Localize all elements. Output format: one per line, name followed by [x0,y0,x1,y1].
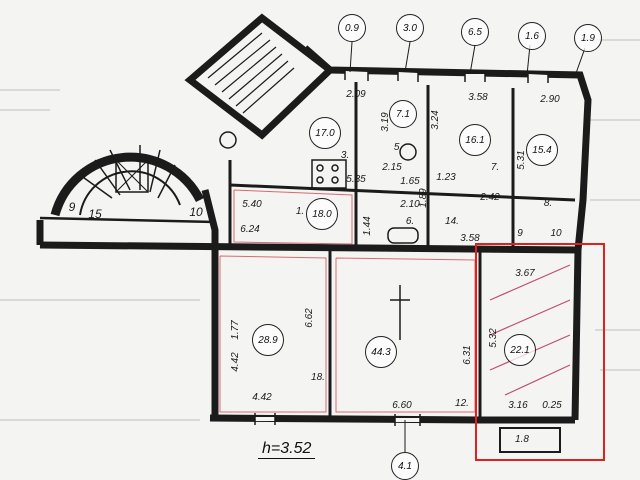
room-num-r3: 7. [490,162,500,173]
dim-1-89: 1.89 [418,188,429,208]
dim-15: 15 [88,207,102,221]
dim-14: 14. [445,216,459,227]
windows [255,71,549,422]
room-num-r5: 1. [295,206,305,217]
hatched-room [489,264,571,396]
dim-5-35: 5.35 [346,174,366,185]
dim-3-58-top: 3.58 [468,92,488,103]
dim-2-42: 2.42 [480,192,500,203]
interior-walls [228,82,576,418]
dim-6-60: 6.60 [392,400,412,411]
dim-5-31: 5.31 [516,150,527,170]
room-num-r2: 5. [393,142,403,153]
dim-1-65: 1.65 [400,176,420,187]
room-area-r1: 17.0 [309,117,341,149]
window-ticks [254,68,549,426]
fixtures [311,143,419,340]
marker-0-9: 0.9 [338,14,366,42]
room-area-r3: 16.1 [459,124,491,156]
dim-6-31: 6.31 [462,345,473,365]
dim-6: 6. [405,216,415,227]
room-area-r5: 18.0 [306,198,338,230]
dim-3-67: 3.67 [515,268,535,279]
dim-4-42-side: 4.42 [230,352,241,372]
ceiling-height-label: h=3.52 [258,440,316,459]
highlight-frame [475,243,605,461]
dim-1-8: 1.8 [515,434,529,445]
dim-3-24: 3.24 [430,110,441,130]
dim-2-09: 2.09 [346,89,366,100]
marker-4-1: 4.1 [391,452,419,480]
marker-1-9: 1.9 [574,24,602,52]
dim-9-right: 9 [517,228,523,239]
room-area-r6: 28.9 [252,324,284,356]
dim-3-16: 3.16 [508,400,528,411]
dim-10-left: 10 [189,205,203,219]
dim-2-90: 2.90 [540,94,560,105]
dim-3-19: 3.19 [380,112,391,132]
marker-6-5: 6.5 [461,18,489,46]
exterior-walls [36,45,592,424]
dim-2-10: 2.10 [400,199,420,210]
room-num-r8: 12. [455,398,469,409]
room-num-r4: 8. [543,198,553,209]
dim-6-62: 6.62 [304,308,315,328]
room-area-r2: 7.1 [389,100,417,128]
dim-10-right: 10 [550,228,562,239]
dim-0-25: 0.25 [542,400,562,411]
room-area-r4: 15.4 [526,134,558,166]
straight-stair [184,13,336,149]
dim-4-42-bottom: 4.42 [252,392,272,403]
dim-3-58-bottom: 3.58 [460,233,480,244]
spiral-stair [39,145,216,224]
dim-5-32: 5.32 [488,328,499,348]
dim-1-77: 1.77 [230,320,241,340]
dim-1-23: 1.23 [436,172,456,183]
balcony [499,427,561,453]
dim-5-40: 5.40 [242,199,262,210]
room-area-r7: 44.3 [365,336,397,368]
marker-1-6: 1.6 [518,22,546,50]
dim-2-15: 2.15 [382,162,402,173]
room-area-r8: 22.1 [504,334,536,366]
marker-leaders [349,41,586,452]
room-num-r1: 3. [340,150,350,161]
marker-3-0: 3.0 [396,14,424,42]
dim-1-44: 1.44 [362,216,373,236]
dim-9-left: 9 [68,200,76,214]
room-num-r6: 18. [311,372,325,383]
dim-6-24: 6.24 [240,224,260,235]
